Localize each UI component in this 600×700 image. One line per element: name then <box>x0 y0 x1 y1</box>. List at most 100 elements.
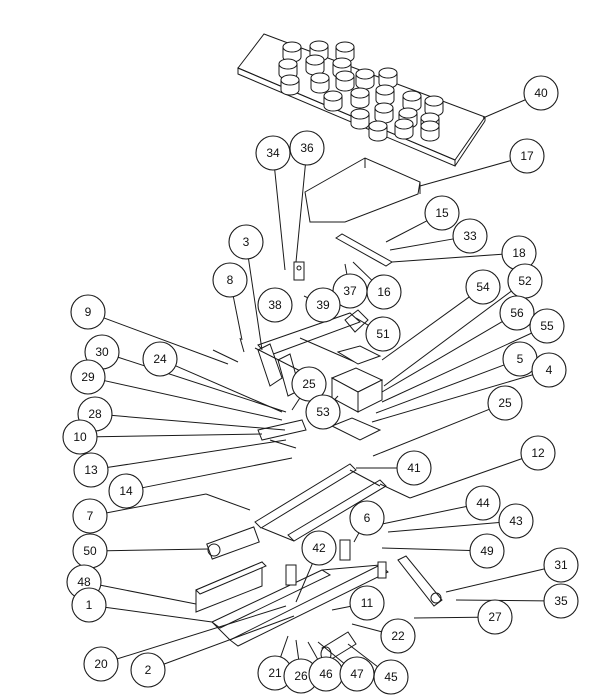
mid-frame-part <box>254 309 369 397</box>
callout-leader-43 <box>387 521 500 533</box>
callout-circle <box>366 274 402 310</box>
callout-7: 7 <box>72 498 108 534</box>
callout-number: 45 <box>384 670 398 684</box>
callout-circle <box>73 452 109 488</box>
callout-leader-51 <box>355 317 369 326</box>
callout-leader-14 <box>142 457 293 489</box>
callout-leader-48 <box>100 584 197 605</box>
callout-circle <box>108 473 144 509</box>
callout-38: 38 <box>257 287 293 323</box>
cup-holder <box>424 95 444 107</box>
callout-11: 11 <box>349 585 385 621</box>
callout-leader-28 <box>111 414 286 431</box>
callout-circle <box>509 138 545 174</box>
cup-holder <box>402 90 422 102</box>
scissor-frame-part <box>205 463 411 542</box>
cup-holder <box>323 90 343 102</box>
callout-number: 8 <box>227 273 234 287</box>
callout-leader-49 <box>381 547 471 552</box>
callout-leader-39 <box>303 295 308 299</box>
cup-holder <box>394 118 414 130</box>
callout-number: 27 <box>488 610 502 624</box>
callout-circle <box>424 195 460 231</box>
callout-27: 27 <box>477 599 513 635</box>
callout-leader-31 <box>445 568 545 593</box>
cup-holder <box>374 102 394 114</box>
rod-part <box>335 233 393 267</box>
callout-54: 54 <box>465 269 501 305</box>
callout-leader-8 <box>232 296 243 341</box>
callout-number: 47 <box>350 667 364 681</box>
callout-leader-46 <box>307 641 319 660</box>
callout-number: 7 <box>87 509 94 523</box>
callout-number: 50 <box>83 544 97 558</box>
callout-leader-56 <box>381 321 503 393</box>
callout-24: 24 <box>142 341 178 377</box>
callout-leader-22 <box>351 623 382 633</box>
cup-holder <box>280 74 300 86</box>
callout-47: 47 <box>339 656 375 692</box>
callout-number: 37 <box>343 284 357 298</box>
cup-holder <box>378 67 398 79</box>
callout-53: 53 <box>305 394 341 430</box>
callout-leader-50 <box>106 548 209 552</box>
callout-number: 51 <box>376 327 390 341</box>
callout-circle <box>83 646 119 682</box>
callout-number: 6 <box>364 511 371 525</box>
callout-circle <box>72 498 108 534</box>
callout-39: 39 <box>305 287 341 323</box>
callout-circle <box>212 262 248 298</box>
callout-circle <box>257 287 293 323</box>
callout-circle <box>498 503 534 539</box>
callout-number: 33 <box>463 229 477 243</box>
callout-circle <box>477 599 513 635</box>
cup-holder <box>305 54 325 66</box>
cup-holder <box>335 41 355 53</box>
callout-35: 35 <box>543 583 579 619</box>
callout-37: 37 <box>332 273 368 309</box>
callout-leader-18 <box>391 253 503 263</box>
callout-number: 4 <box>546 363 553 377</box>
callout-circle <box>289 130 325 166</box>
callout-circle <box>487 385 523 421</box>
callout-number: 28 <box>88 407 102 421</box>
callout-2: 2 <box>130 652 166 688</box>
top-tray-part <box>237 33 486 167</box>
callout-circle <box>228 224 264 260</box>
callout-leader-25 <box>372 408 490 457</box>
cup-holder <box>355 68 375 80</box>
callout-44: 44 <box>465 485 501 521</box>
callout-leader-52 <box>383 290 512 387</box>
base-frame-part <box>211 539 389 647</box>
callout-number: 26 <box>294 669 308 683</box>
callout-circle <box>520 435 556 471</box>
cup-holder <box>368 120 388 132</box>
callout-number: 2 <box>145 663 152 677</box>
callout-leader-55 <box>381 332 532 403</box>
callout-number: 21 <box>268 666 282 680</box>
callout-leader-13 <box>107 439 287 468</box>
callout-leader-40 <box>482 99 526 119</box>
callout-number: 36 <box>300 141 314 155</box>
callout-leader-15 <box>385 220 428 243</box>
callout-leader-33 <box>389 238 454 251</box>
leader-lines <box>96 99 545 668</box>
callout-number: 20 <box>94 657 108 671</box>
callout-number: 42 <box>312 541 326 555</box>
callout-number: 43 <box>509 514 523 528</box>
callout-leader-16 <box>352 261 373 281</box>
callout-circle <box>543 583 579 619</box>
callout-circle <box>349 585 385 621</box>
callout-circle <box>465 485 501 521</box>
callout-leader-44 <box>381 505 467 525</box>
callout-leader-45 <box>347 643 378 668</box>
callout-number: 16 <box>377 285 391 299</box>
bracket-part <box>293 261 305 281</box>
callout-leader-27 <box>413 616 479 619</box>
cup-holder <box>310 72 330 84</box>
callout-leader-53 <box>334 395 339 400</box>
callout-circle <box>531 352 567 388</box>
callout-45: 45 <box>373 659 409 695</box>
callout-number: 11 <box>361 596 374 610</box>
callout-number: 56 <box>510 306 524 320</box>
